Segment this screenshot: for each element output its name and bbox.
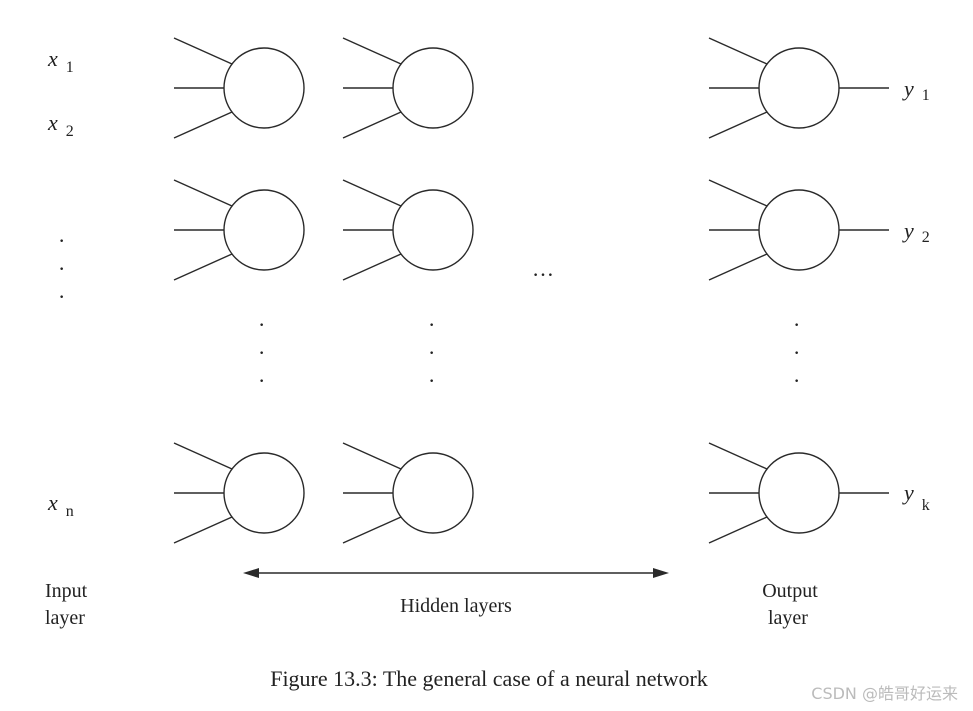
hidden-neuron [223, 452, 305, 534]
ellipsis-dot: · [58, 228, 65, 253]
output-neuron [758, 47, 840, 129]
figure-caption: Figure 13.3: The general case of a neura… [270, 666, 708, 691]
arrow-head-right-icon [653, 568, 669, 578]
input-connection-line [342, 253, 402, 281]
ellipsis-dot: · [793, 340, 800, 365]
input-connection-line [342, 111, 402, 139]
arrow-head-left-icon [243, 568, 259, 578]
input-connection-line [342, 442, 402, 470]
hidden-layers-label: Hidden layers [400, 595, 512, 617]
input-connection-line [173, 111, 233, 139]
output-label-yk: yk [902, 480, 930, 514]
output-layer-label-line2: layer [768, 607, 808, 629]
ellipsis-dot: · [793, 368, 800, 393]
input-connection-line [708, 179, 768, 207]
ellipsis-dot: · [58, 256, 65, 281]
hidden-neuron [392, 452, 474, 534]
column-vertical-ellipses: · · · · · · · · · [258, 312, 800, 393]
input-layer-label-line1: Input [45, 580, 88, 602]
input-connection-line [708, 253, 768, 281]
hidden-neuron [392, 189, 474, 271]
ellipsis-dot: · [428, 312, 435, 337]
hidden-neuron [223, 189, 305, 271]
input-vertical-ellipsis: · · · [58, 228, 65, 309]
input-connection-line [173, 442, 233, 470]
watermark: CSDN @皓哥好运来 [811, 684, 958, 703]
input-connection-line [173, 37, 233, 65]
hidden-neuron [392, 47, 474, 129]
input-connection-line [708, 442, 768, 470]
hidden-layers-arrow [243, 568, 669, 578]
hidden-neuron [223, 47, 305, 129]
input-connection-line [342, 179, 402, 207]
input-connection-line [173, 516, 233, 544]
ellipsis-dot: · [258, 312, 265, 337]
ellipsis-dot: · [428, 368, 435, 393]
input-connection-line [173, 253, 233, 281]
input-connection-line [342, 37, 402, 65]
ellipsis-dot: · [428, 340, 435, 365]
ellipsis-dot: · [258, 368, 265, 393]
ellipsis-dot: · [58, 284, 65, 309]
input-connection-line [173, 179, 233, 207]
output-neuron [758, 189, 840, 271]
input-connection-line [708, 111, 768, 139]
input-connection-line [708, 516, 768, 544]
neuron-grid [173, 37, 889, 544]
ellipsis-dot: · [258, 340, 265, 365]
input-connection-line [708, 37, 768, 65]
input-layer-label-line2: layer [45, 607, 85, 629]
input-connection-line [342, 516, 402, 544]
output-layer-label-line1: Output [762, 580, 818, 602]
horizontal-ellipsis: … [532, 256, 554, 281]
ellipsis-dot: · [793, 312, 800, 337]
output-neuron [758, 452, 840, 534]
